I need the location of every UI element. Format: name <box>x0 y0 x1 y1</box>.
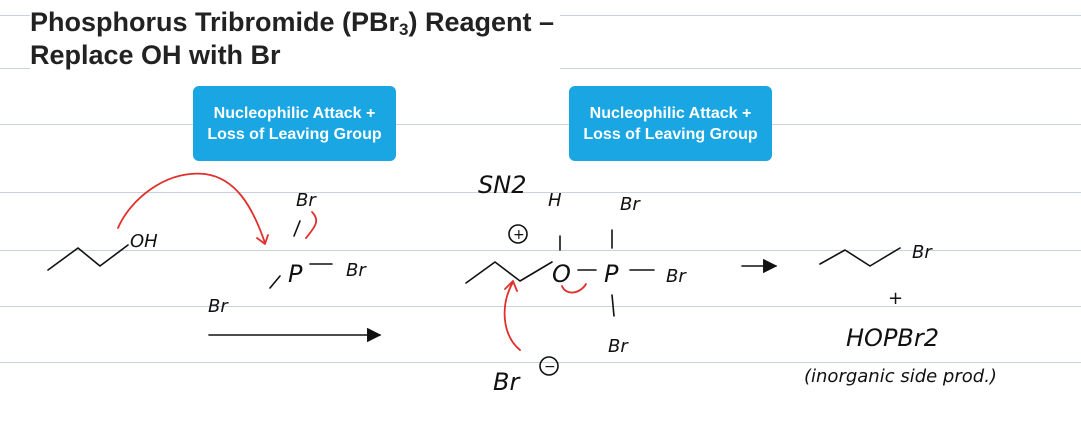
br-side-label: Br <box>666 266 687 287</box>
p-atom-label-2: P <box>604 260 619 288</box>
title-subscript: 3 <box>399 20 409 39</box>
plus-sign: + <box>888 288 903 309</box>
bromide-label: Br <box>493 368 521 396</box>
br-right-label: Br <box>346 260 367 281</box>
side-product-label: HOPBr2 <box>846 324 939 352</box>
br-up-label: Br <box>620 194 641 215</box>
title-end: ) Reagent – <box>408 7 555 37</box>
product-br-label: Br <box>912 242 933 263</box>
product-skeleton <box>819 247 901 267</box>
sn2-label: SN2 <box>478 171 526 199</box>
o-atom-label: O <box>552 260 571 288</box>
p-br-bond-top <box>293 220 301 237</box>
curved-arrow-br-head <box>504 280 518 292</box>
step-box-2: Nucleophilic Attack + Loss of Leaving Gr… <box>569 86 772 161</box>
step-box-line-2: Loss of Leaving Group <box>583 125 758 143</box>
alcohol-skeleton <box>47 244 129 271</box>
minus-charge-circle <box>539 356 559 376</box>
curved-arrow-leaving-br <box>305 211 318 239</box>
side-product-note: (inorganic side prod.) <box>804 366 997 387</box>
p-br-bond-down <box>611 294 615 317</box>
plus-charge-symbol: + <box>513 227 525 243</box>
curved-arrow-o-p-bond <box>561 283 587 294</box>
notebook-rule <box>0 192 1081 193</box>
curved-arrow-o-to-p <box>117 172 266 244</box>
notebook-rule <box>0 306 1081 307</box>
h-atom-label: H <box>548 190 562 211</box>
br-top-label: Br <box>296 190 317 211</box>
notebook-rule <box>0 250 1081 251</box>
curved-arrow-br-attack <box>503 281 521 351</box>
step-box-line-1: Nucleophilic Attack + <box>589 104 752 122</box>
page-title: Phosphorus Tribromide (PBr3) Reagent – R… <box>30 6 561 72</box>
p-br-bond-bottom <box>269 275 281 289</box>
plus-charge-circle <box>508 224 528 244</box>
notebook-rule <box>0 124 1081 125</box>
br-down-label: Br <box>608 336 629 357</box>
title-line-2: Replace OH with Br <box>30 40 281 70</box>
minus-charge-symbol: − <box>544 359 556 375</box>
br-bottom-label: Br <box>208 296 229 317</box>
step-box-line-1: Nucleophilic Attack + <box>213 104 376 122</box>
step-box-1: Nucleophilic Attack + Loss of Leaving Gr… <box>193 86 396 161</box>
intermediate-skeleton <box>465 261 553 284</box>
alcohol-oh-label: OH <box>130 231 158 252</box>
title-main: Phosphorus Tribromide (PBr <box>30 7 400 37</box>
step-box-line-2: Loss of Leaving Group <box>207 125 382 143</box>
curved-arrow-head <box>256 234 269 245</box>
p-atom-label: P <box>288 260 303 288</box>
